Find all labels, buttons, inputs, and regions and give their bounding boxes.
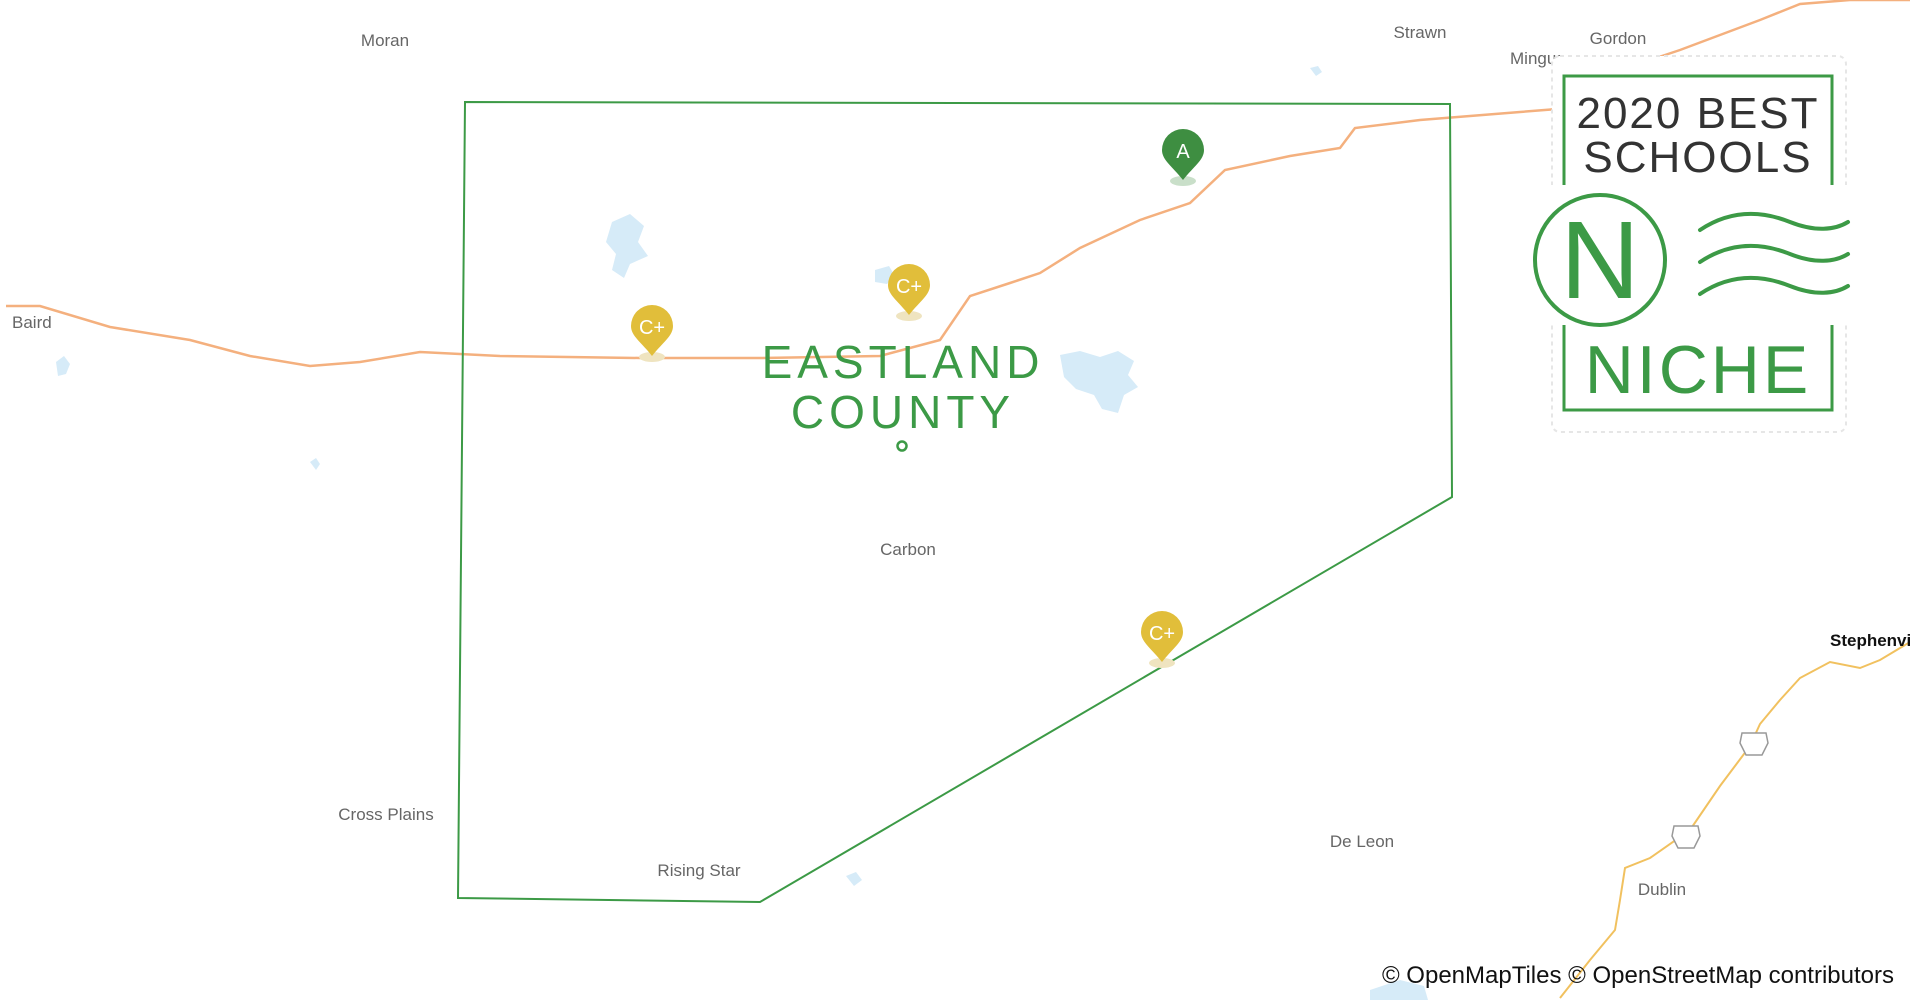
grade-pin-a[interactable]: A xyxy=(1162,129,1204,186)
place-carbon: Carbon xyxy=(880,540,936,559)
grade-pin-a-label: A xyxy=(1176,141,1190,163)
niche-best-schools-badge: 2020 BEST SCHOOLS N NICHE xyxy=(1533,55,1860,433)
badge-title-line1: 2020 BEST xyxy=(1576,89,1819,138)
map-attribution: © OpenMapTiles © OpenStreetMap contribut… xyxy=(1381,962,1894,989)
place-cross-plains: Cross Plains xyxy=(338,805,433,824)
place-dublin: Dublin xyxy=(1638,880,1686,899)
badge-logo-backdrop xyxy=(1540,185,1860,325)
grade-pin-c-plus-south-label: C+ xyxy=(1149,623,1175,645)
county-label-line2: COUNTY xyxy=(791,386,1015,438)
lake-proctor-edge xyxy=(1370,980,1428,1000)
niche-logo-letter: N xyxy=(1560,199,1639,322)
water-bodies xyxy=(56,66,1428,1000)
place-gordon: Gordon xyxy=(1590,29,1647,48)
grade-pin-c-plus-north-label: C+ xyxy=(896,276,922,298)
place-moran: Moran xyxy=(361,31,409,50)
pond-west xyxy=(56,356,70,376)
niche-logo-circle-icon xyxy=(1533,193,1667,327)
pond-southwest xyxy=(310,458,320,470)
place-baird: Baird xyxy=(12,313,52,332)
us-route xyxy=(1559,641,1910,999)
place-rising-star: Rising Star xyxy=(657,861,740,880)
county-boundary xyxy=(456,100,1454,904)
lake-northwest xyxy=(606,214,648,278)
grade-pin-c-plus-west[interactable]: C+ xyxy=(631,305,673,362)
grade-pin-c-plus-north[interactable]: C+ xyxy=(888,264,930,321)
badge-title-line2: SCHOOLS xyxy=(1583,133,1812,182)
lake-leon xyxy=(1060,351,1138,413)
place-strawn: Strawn xyxy=(1394,23,1447,42)
grade-pin-c-plus-west-label: C+ xyxy=(639,317,665,339)
pond-north xyxy=(1310,66,1322,76)
county-centroid-marker xyxy=(896,440,908,452)
county-label-line1: EASTLAND xyxy=(762,336,1045,388)
us-route-shield-1 xyxy=(1739,732,1769,756)
grade-pin-c-plus-south[interactable]: C+ xyxy=(1141,611,1183,668)
pond-south xyxy=(846,872,862,886)
place-stephenville: Stephenvill xyxy=(1830,631,1910,650)
niche-wave-lines-icon xyxy=(1698,211,1850,296)
us-route-shield-2 xyxy=(1671,825,1701,849)
place-de-leon: De Leon xyxy=(1330,832,1394,851)
badge-brand-name: NICHE xyxy=(1585,332,1812,408)
